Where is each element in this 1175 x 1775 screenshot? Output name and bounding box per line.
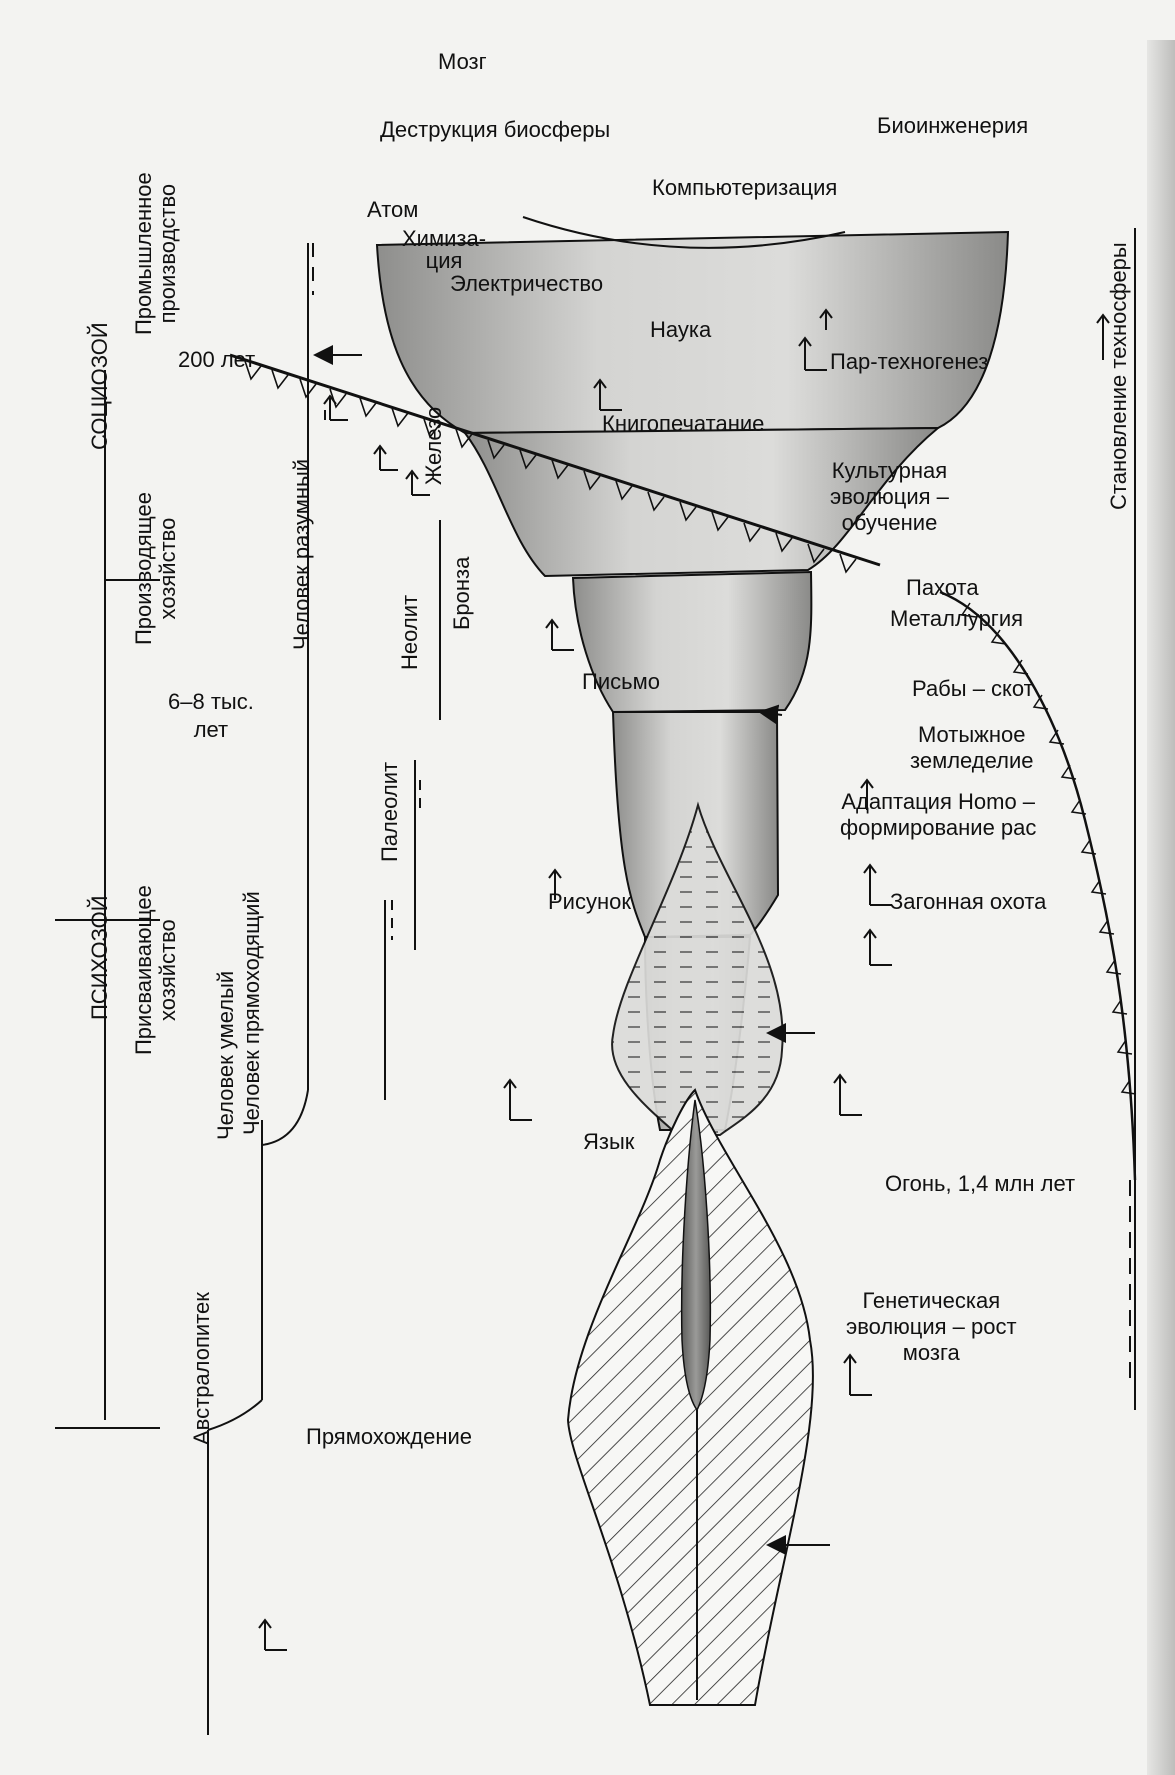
vlabel-homo-habilis: Человек умелый xyxy=(213,970,238,1140)
vlabel-homo-erectus: Человек прямоходящий xyxy=(239,891,264,1135)
label-electricity: Электричество xyxy=(450,271,604,296)
right-boundary-curve xyxy=(939,590,1137,1181)
computerization-arc xyxy=(522,216,846,249)
label-book-printing: Книгопечатание xyxy=(602,411,765,436)
label-cultural-evolution: Культурная эволюция – обучение xyxy=(830,458,949,535)
label-adaptation: Адаптация Homo – формирование рас xyxy=(840,789,1037,840)
right-timeline xyxy=(1129,228,1136,1410)
label-fire: Огонь, 1,4 млн лет xyxy=(885,1171,1076,1196)
label-brain: Мозг xyxy=(438,49,487,74)
label-chemization: Химиза- ция xyxy=(402,226,487,273)
vlabel-producing-economy: Производящее хозяйство xyxy=(131,492,180,645)
label-language: Язык xyxy=(583,1129,635,1154)
funnel-segment-culture xyxy=(462,426,941,578)
label-science: Наука xyxy=(650,317,712,342)
sociozoic-boundary xyxy=(229,353,881,574)
pointer-arrows xyxy=(313,345,830,1555)
label-drawing: Рисунок xyxy=(548,889,631,914)
label-upright-walking: Прямохождение xyxy=(306,1424,473,1449)
vlabel-neolith: Неолит xyxy=(397,594,422,670)
label-200-years: 200 лет xyxy=(178,347,256,372)
vlabel-iron: Железо xyxy=(421,406,446,485)
vlabel-bronze: Бронза xyxy=(449,556,474,630)
label-bioengineering: Биоинженерия xyxy=(877,113,1029,138)
vlabel-australopithecus: Австралопитек xyxy=(189,1292,214,1445)
label-6-8k-years: 6–8 тыс. лет xyxy=(168,689,254,742)
corner-arrow-markers xyxy=(258,308,1110,1651)
label-writing: Письмо xyxy=(582,669,660,694)
label-slaves-cattle: Рабы – скот xyxy=(912,676,1034,701)
label-driven-hunt: Загонная охота xyxy=(890,889,1047,914)
label-steam-technogenesis: Пар-техногенез xyxy=(830,349,989,374)
vlabel-technosphere: Становление техносферы xyxy=(1106,242,1131,510)
vlabel-appropriating-economy: Присваивающее хозяйство xyxy=(131,885,180,1055)
page-edge-shadow xyxy=(1147,40,1175,1775)
label-biosphere-destruction: Деструкция биосферы xyxy=(380,117,611,142)
label-genetic-evolution: Генетическая эволюция – рост мозга xyxy=(846,1288,1017,1365)
label-metallurgy: Металлургия xyxy=(890,606,1024,631)
funnel-segment-writing xyxy=(571,570,813,714)
label-atom: Атом xyxy=(367,197,419,222)
vlabel-psychozoic: ПСИХОЗОЙ xyxy=(87,895,112,1020)
vlabel-paleolith: Палеолит xyxy=(377,761,402,862)
label-hoe-farming: Мотыжное земледелие xyxy=(910,722,1034,773)
vlabel-homo-sapiens: Человек разумный xyxy=(289,458,314,650)
vlabel-industrial-production: Промышленное производство xyxy=(131,172,180,335)
label-computerization: Компьютеризация xyxy=(652,175,838,200)
label-plowing: Пахота xyxy=(906,575,979,600)
vlabel-sociozoic: СОЦИОЗОЙ xyxy=(87,322,112,450)
left-timelines xyxy=(55,243,441,1735)
